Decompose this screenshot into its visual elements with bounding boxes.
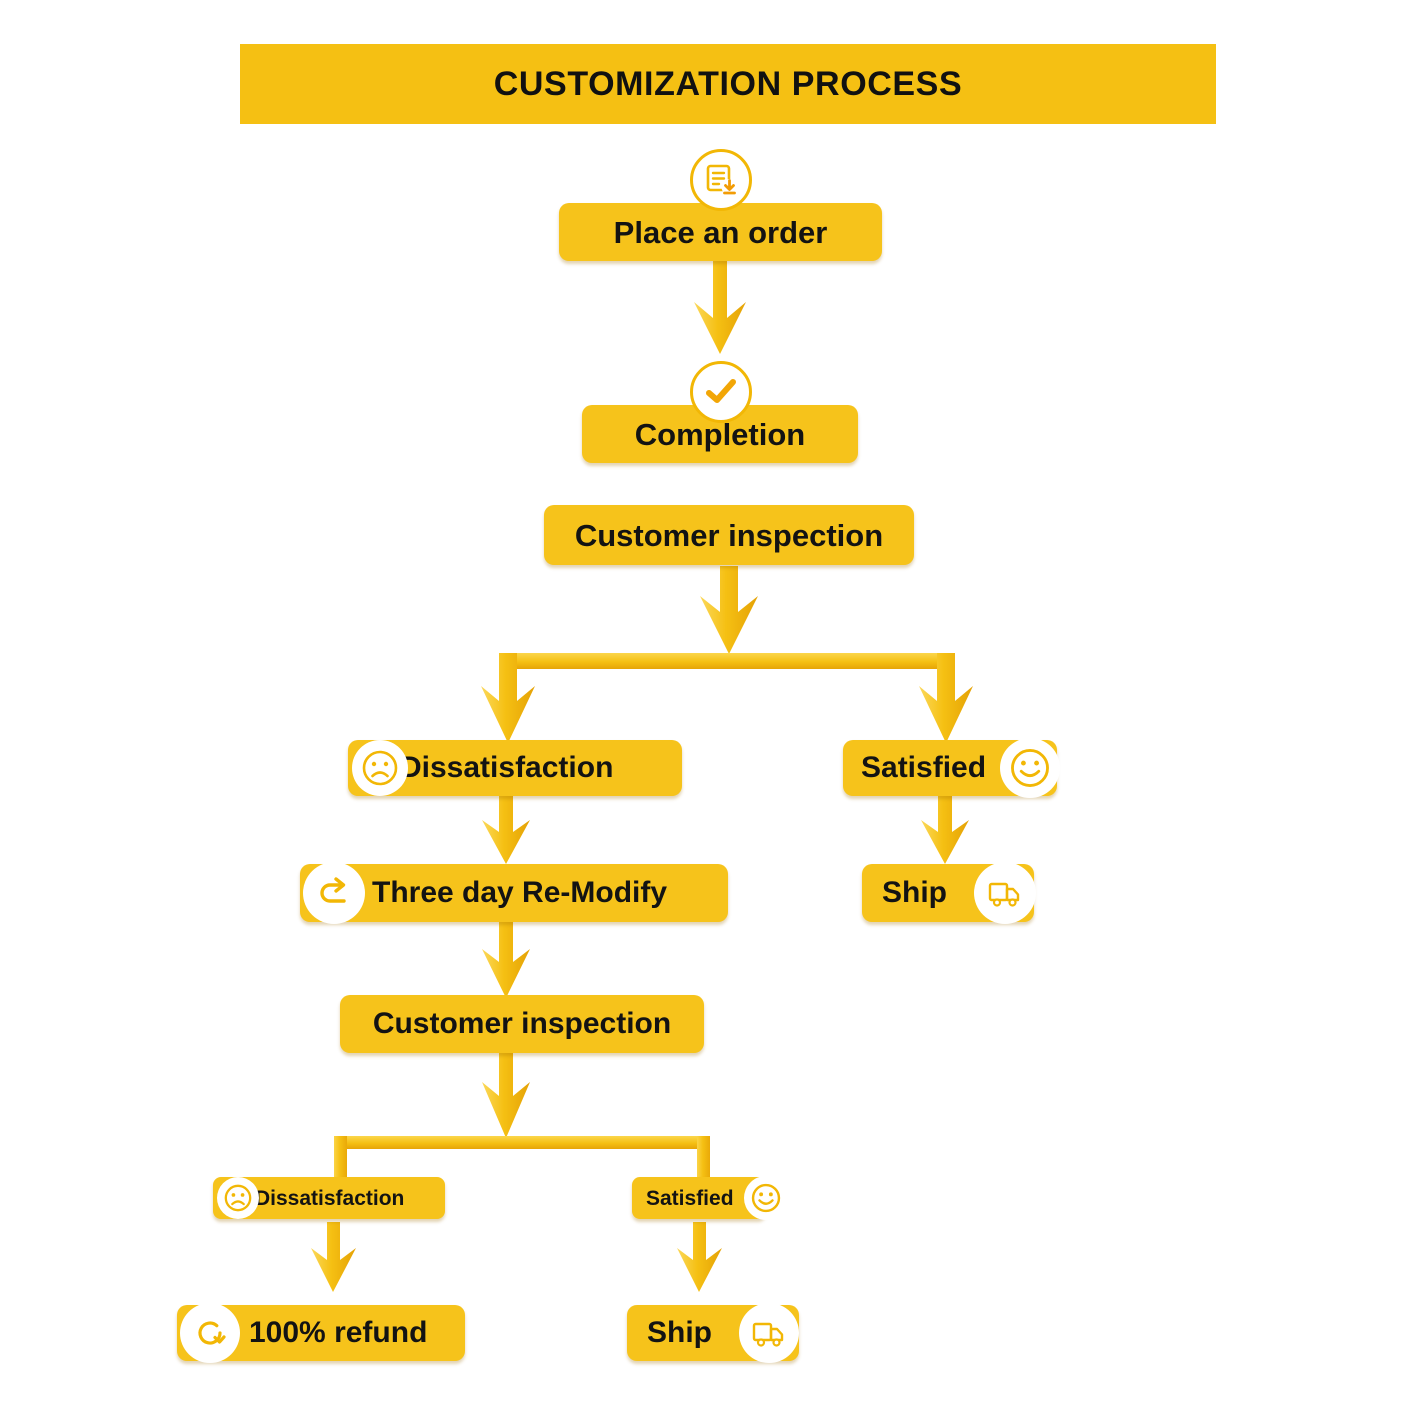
edge-inspection2-to-branch2 xyxy=(482,1048,530,1138)
smiley-face-icon-glyph xyxy=(1011,749,1049,787)
refund-circle-icon-glyph xyxy=(198,1321,226,1345)
delivery-truck-icon-2-glyph xyxy=(752,1322,784,1347)
node-satisfied-1-label: Satisfied xyxy=(861,751,987,784)
page-title: CUSTOMIZATION PROCESS xyxy=(493,64,963,103)
delivery-truck-icon xyxy=(974,862,1036,924)
node-customer-inspection-2[interactable]: Customer inspection xyxy=(340,995,704,1053)
edge-branch1-to-dissatisfaction xyxy=(481,653,535,743)
node-customer-inspection-1-label: Customer inspection xyxy=(574,517,884,553)
edge-dissatisfaction1-to-remodify xyxy=(482,794,530,864)
redo-arrow-icon-glyph xyxy=(320,877,346,903)
node-dissatisfaction-2-label: Dissatisfaction xyxy=(255,1186,405,1210)
document-download-icon xyxy=(690,149,752,211)
edge-satisfied1-to-ship1 xyxy=(921,794,969,864)
document-download-icon-glyph xyxy=(706,164,738,195)
node-dissatisfaction-1-label: Dissatisfaction xyxy=(400,751,614,784)
node-place-an-order-label: Place an order xyxy=(613,214,828,250)
node-completion-label: Completion xyxy=(634,416,806,452)
check-mark-icon-glyph xyxy=(706,379,736,403)
node-ship-1-label: Ship xyxy=(882,876,947,909)
sad-face-icon-small xyxy=(217,1177,259,1219)
smiley-face-icon-small xyxy=(744,1176,788,1220)
smiley-face-icon-small-glyph xyxy=(751,1183,781,1213)
edge-inspection1-to-branch1 xyxy=(700,566,758,654)
edge-branch1-to-satisfied xyxy=(919,653,973,743)
redo-arrow-icon xyxy=(303,862,365,924)
node-three-day-re-modify-label: Three day Re-Modify xyxy=(372,876,668,909)
node-place-an-order[interactable]: Place an order xyxy=(559,203,882,261)
delivery-truck-icon-glyph xyxy=(988,882,1020,907)
edge-remodify-to-inspection2 xyxy=(482,920,530,998)
delivery-truck-icon-2 xyxy=(739,1303,799,1363)
page-title-banner: CUSTOMIZATION PROCESS xyxy=(240,44,1216,124)
node-customer-inspection-2-label: Customer inspection xyxy=(372,1007,672,1040)
edge-dissatisfaction2-to-refund xyxy=(311,1222,356,1292)
node-satisfied-2[interactable]: Satisfied xyxy=(632,1177,766,1219)
edge-place-order-to-completion xyxy=(694,256,746,354)
node-satisfied-2-label: Satisfied xyxy=(646,1186,734,1210)
node-ship-2-label: Ship xyxy=(647,1316,712,1349)
node-refund-label: 100% refund xyxy=(249,1316,428,1349)
check-mark-icon xyxy=(690,361,752,423)
sad-face-icon-glyph xyxy=(362,750,398,786)
edge-satisfied2-to-ship2 xyxy=(677,1222,722,1292)
smiley-face-icon xyxy=(1000,738,1060,798)
sad-face-icon-small-glyph xyxy=(224,1184,252,1212)
node-three-day-re-modify[interactable]: Three day Re-Modify xyxy=(300,864,728,922)
refund-circle-icon xyxy=(180,1303,240,1363)
node-customer-inspection-1[interactable]: Customer inspection xyxy=(544,505,914,565)
sad-face-icon xyxy=(352,740,408,796)
branch-connector-1-bar xyxy=(499,653,951,669)
branch-connector-2-bar xyxy=(334,1136,710,1149)
